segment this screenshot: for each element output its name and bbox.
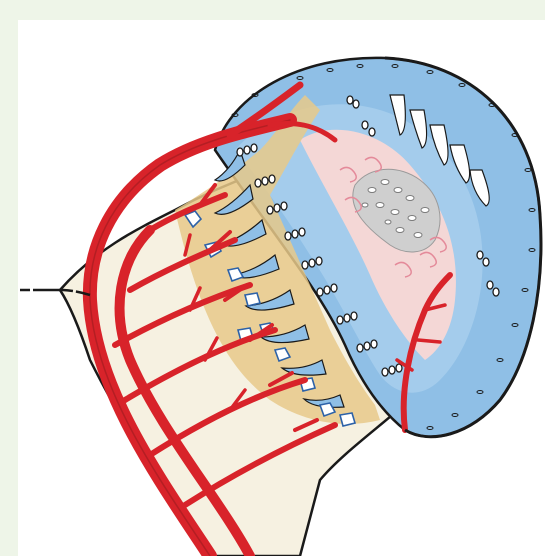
growth-plate-illustration xyxy=(0,0,545,556)
figure-frame xyxy=(0,0,545,556)
